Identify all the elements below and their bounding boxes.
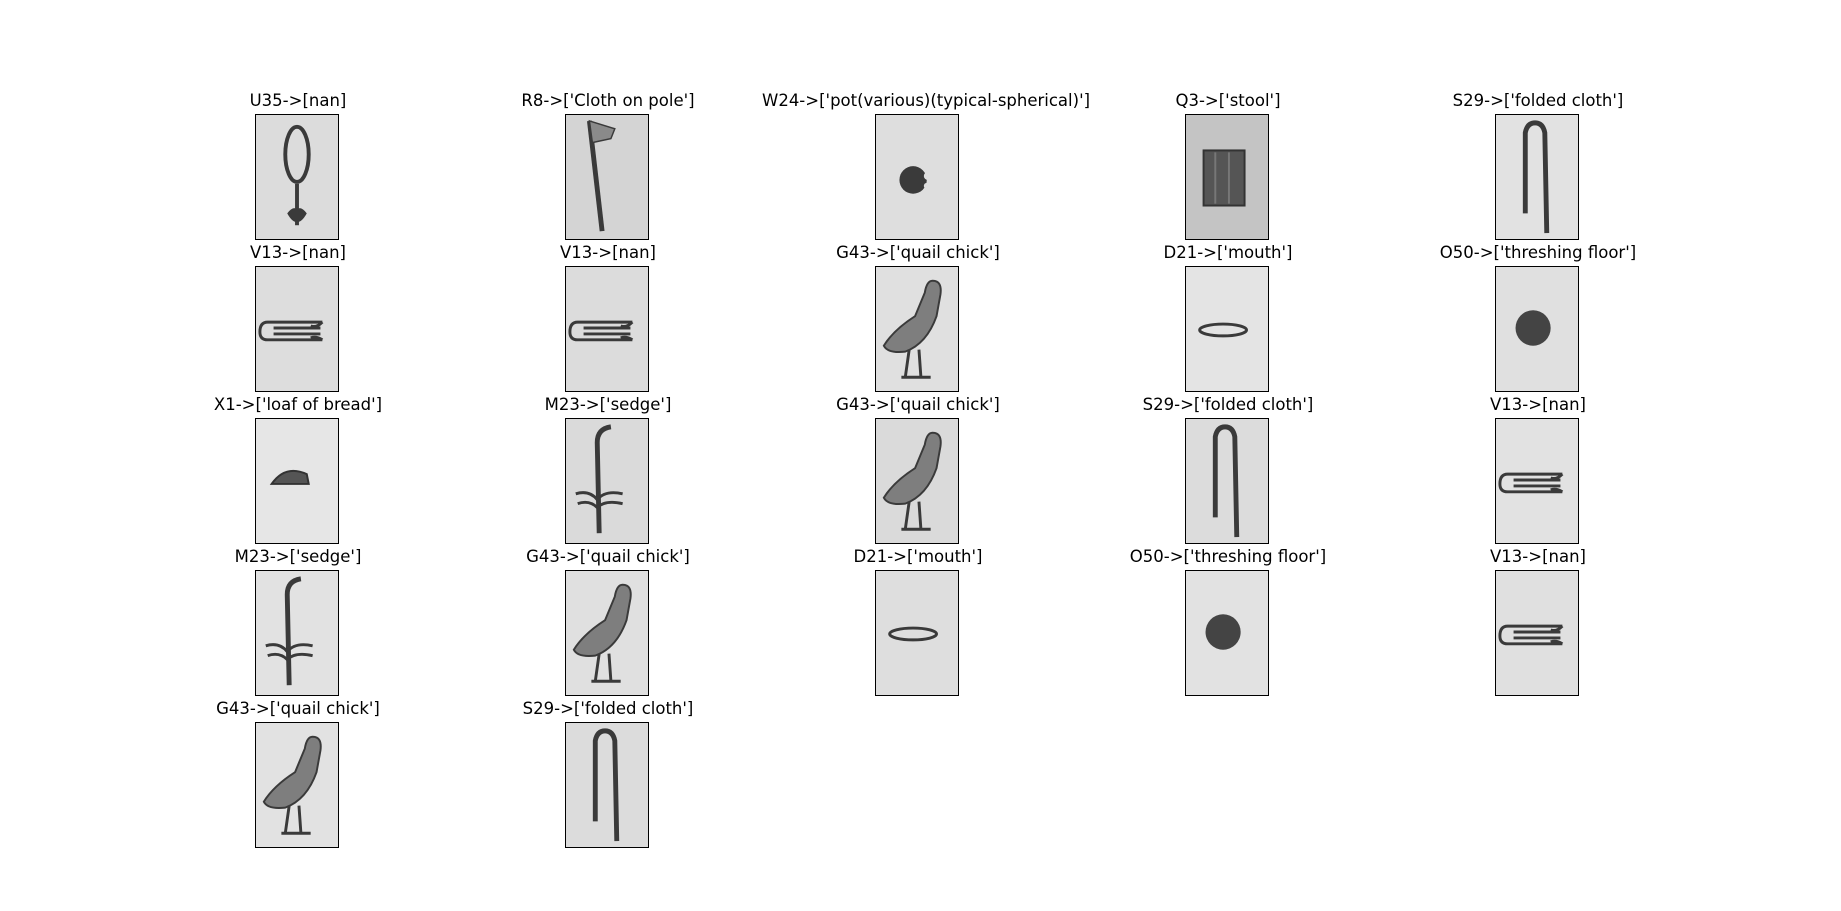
- threshing-floor-icon: [1495, 266, 1579, 392]
- panel-title: S29->['folded cloth']: [1142, 395, 1314, 414]
- folded-cloth-icon: [1185, 418, 1269, 544]
- folded-cloth-icon: [565, 722, 649, 848]
- figure-panel: W24->['pot(various)(typical-spherical)']: [762, 90, 1091, 242]
- panel-title: O50->['threshing floor']: [1439, 243, 1637, 262]
- tether-icon: [1495, 418, 1579, 544]
- panel-title: G43->['quail chick']: [526, 547, 690, 566]
- panel-title: R8->['Cloth on pole']: [521, 91, 695, 110]
- figure-panel: O50->['threshing floor']: [1382, 242, 1694, 394]
- panel-title: G43->['quail chick']: [836, 243, 1000, 262]
- figure-panel: O50->['threshing floor']: [1072, 546, 1384, 698]
- panel-title: S29->['folded cloth']: [522, 699, 694, 718]
- figure-panel: Q3->['stool']: [1072, 90, 1384, 242]
- tether-icon: [255, 266, 339, 392]
- sedge-icon: [255, 570, 339, 696]
- figure-panel: X1->['loaf of bread']: [142, 394, 454, 546]
- cloth-on-pole-icon: [565, 114, 649, 240]
- figure-panel: G43->['quail chick']: [452, 546, 764, 698]
- quail-chick-icon: [255, 722, 339, 848]
- figure-panel: G43->['quail chick']: [762, 394, 1074, 546]
- loaf-icon: [255, 418, 339, 544]
- figure-panel: D21->['mouth']: [1072, 242, 1384, 394]
- folded-cloth-icon: [1495, 114, 1579, 240]
- figure-panel: D21->['mouth']: [762, 546, 1074, 698]
- figure-panel: R8->['Cloth on pole']: [452, 90, 764, 242]
- figure-panel: G43->['quail chick']: [142, 698, 454, 850]
- pot-icon: [875, 114, 959, 240]
- quail-chick-icon: [875, 266, 959, 392]
- panel-title: X1->['loaf of bread']: [213, 395, 383, 414]
- figure-panel: M23->['sedge']: [452, 394, 764, 546]
- panel-title: G43->['quail chick']: [216, 699, 380, 718]
- panel-title: V13->[nan]: [560, 243, 656, 262]
- panel-title: Q3->['stool']: [1175, 91, 1281, 110]
- tether-icon: [1495, 570, 1579, 696]
- threshing-floor-icon: [1185, 570, 1269, 696]
- panel-title: G43->['quail chick']: [836, 395, 1000, 414]
- panel-title: M23->['sedge']: [234, 547, 362, 566]
- tether-icon: [565, 266, 649, 392]
- sedge-icon: [565, 418, 649, 544]
- panel-title: M23->['sedge']: [544, 395, 672, 414]
- figure-panel: S29->['folded cloth']: [452, 698, 764, 850]
- figure-panel: U35->[nan]: [142, 90, 454, 242]
- mouth-icon: [875, 570, 959, 696]
- panel-title: V13->[nan]: [1490, 547, 1586, 566]
- mouth-icon: [1185, 266, 1269, 392]
- stool-icon: [1185, 114, 1269, 240]
- figure-panel: V13->[nan]: [142, 242, 454, 394]
- figure-panel: S29->['folded cloth']: [1382, 90, 1694, 242]
- panel-title: W24->['pot(various)(typical-spherical)']: [762, 91, 1091, 110]
- figure-panel: G43->['quail chick']: [762, 242, 1074, 394]
- quail-chick-icon: [875, 418, 959, 544]
- figure-panel: M23->['sedge']: [142, 546, 454, 698]
- figure-panel: V13->[nan]: [1382, 394, 1694, 546]
- panel-title: D21->['mouth']: [1163, 243, 1293, 262]
- panel-title: S29->['folded cloth']: [1452, 91, 1624, 110]
- panel-title: D21->['mouth']: [853, 547, 983, 566]
- figure-panel: S29->['folded cloth']: [1072, 394, 1384, 546]
- ankh-loop-icon: [255, 114, 339, 240]
- figure-panel: V13->[nan]: [452, 242, 764, 394]
- figure-panel: V13->[nan]: [1382, 546, 1694, 698]
- panel-title: V13->[nan]: [1490, 395, 1586, 414]
- panel-title: V13->[nan]: [250, 243, 346, 262]
- panel-title: O50->['threshing floor']: [1129, 547, 1327, 566]
- quail-chick-icon: [565, 570, 649, 696]
- panel-title: U35->[nan]: [249, 91, 347, 110]
